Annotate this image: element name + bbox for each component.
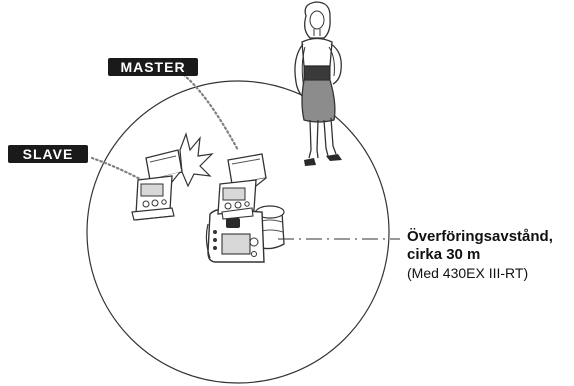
master-label: MASTER <box>120 59 185 75</box>
slave-label-tag: SLAVE <box>8 145 88 163</box>
range-note: (Med 430EX III-RT) <box>407 264 572 282</box>
range-title-line1: Överföringsavstånd, <box>407 228 572 246</box>
slave-label: SLAVE <box>23 146 74 162</box>
master-label-tag: MASTER <box>108 58 198 76</box>
range-title-line2: cirka 30 m <box>407 246 572 264</box>
transmission-range-caption: Överföringsavstånd, cirka 30 m (Med 430E… <box>407 228 572 282</box>
